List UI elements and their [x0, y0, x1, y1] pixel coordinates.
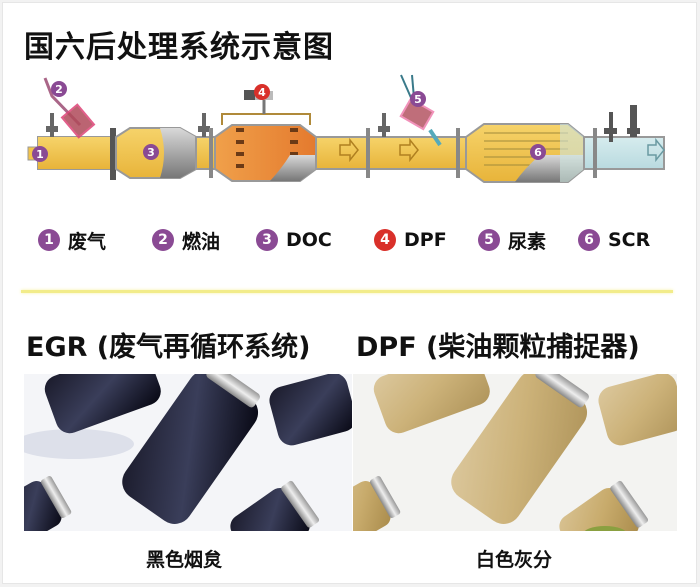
fuel-injector-icon	[43, 77, 96, 139]
svg-text:3: 3	[147, 146, 155, 159]
marker-3: 3	[143, 144, 159, 160]
diagram-legend: 1 废气 2 燃油 3 DOC 4 DPF 5 尿素 6 SCR	[38, 226, 678, 254]
legend-label: 燃油	[182, 230, 221, 253]
number-badge: 3	[256, 229, 278, 251]
marker-6: 6	[530, 144, 546, 160]
black-soot-vials-photo	[24, 374, 352, 531]
svg-text:6: 6	[534, 146, 542, 159]
number-badge: 1	[38, 229, 60, 251]
number-badge: 4	[374, 229, 396, 251]
section-divider	[21, 290, 673, 293]
legend-item-scr: 6 SCR	[578, 229, 668, 251]
svg-text:1: 1	[36, 148, 44, 161]
marker-4: 4	[254, 84, 270, 100]
legend-label: 尿素	[508, 230, 547, 253]
aftertreatment-diagram: 1 2 3 4 5 6	[27, 74, 665, 183]
number-badge: 5	[478, 229, 500, 251]
legend-item-dpf: 4 DPF	[374, 229, 478, 251]
legend-item-doc: 3 DOC	[256, 229, 374, 251]
svg-text:5: 5	[414, 93, 422, 106]
marker-5: 5	[410, 91, 426, 107]
egr-section-title: EGR (废气再循环系统)	[26, 332, 311, 363]
white-ash-caption: 白色灰分	[476, 549, 553, 571]
number-badge: 2	[152, 229, 174, 251]
legend-item-fuel: 2 燃油	[152, 227, 256, 254]
number-badge: 6	[578, 229, 600, 251]
marker-1: 1	[32, 146, 48, 162]
legend-label: 废气	[68, 230, 107, 253]
svg-text:2: 2	[55, 83, 63, 96]
legend-label: DOC	[286, 229, 332, 251]
legend-item-exhaust: 1 废气	[38, 227, 152, 254]
page-title: 国六后处理系统示意图	[24, 30, 334, 65]
svg-text:4: 4	[258, 86, 266, 99]
urea-injector-icon	[399, 74, 442, 147]
legend-item-urea: 5 尿素	[478, 227, 578, 254]
legend-label: SCR	[608, 229, 651, 251]
marker-2: 2	[51, 81, 67, 97]
white-ash-vials-photo	[353, 374, 677, 531]
legend-label: DPF	[404, 229, 447, 251]
black-soot-caption: 黑色烟炱	[146, 549, 223, 571]
dpf-section-title: DPF (柴油颗粒捕捉器)	[356, 332, 640, 363]
